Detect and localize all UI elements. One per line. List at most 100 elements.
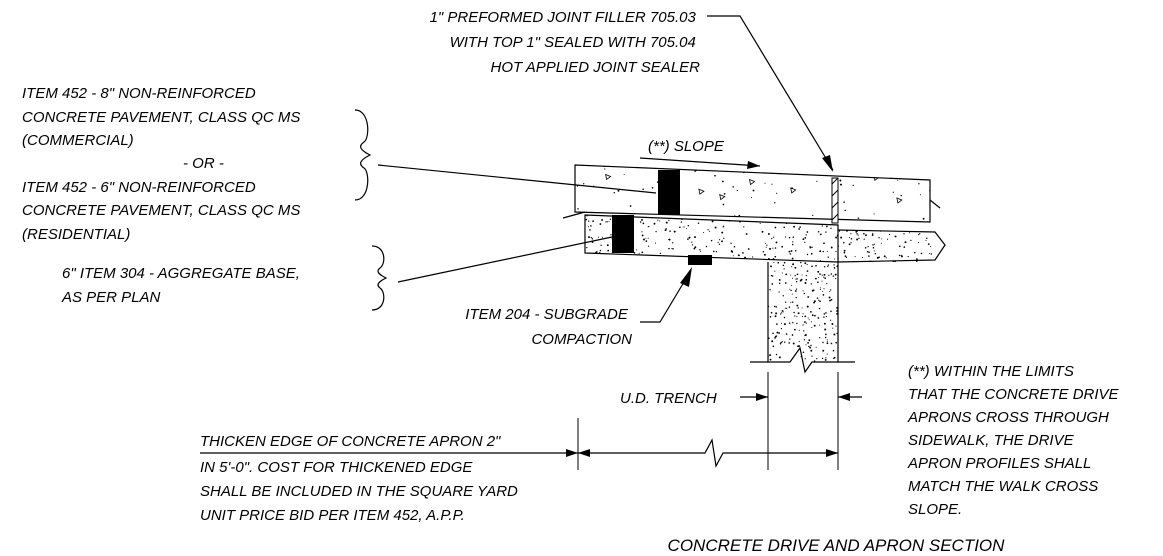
stipple-dot	[691, 244, 694, 246]
stipple-dot	[828, 274, 830, 276]
stipple-dot	[606, 221, 608, 223]
stipple-dot	[839, 278, 840, 279]
stipple-dot	[805, 279, 807, 281]
stipple-dot	[699, 249, 701, 251]
sidewalk-base	[837, 229, 946, 265]
stipple-dot	[833, 356, 836, 359]
stipple-dot	[794, 328, 796, 331]
stipple-dot	[827, 265, 829, 267]
stipple-dot	[818, 299, 820, 301]
stipple-dot	[807, 317, 809, 319]
stipple-dot	[829, 290, 831, 293]
stipple-dot	[590, 225, 592, 227]
stipple-dot	[660, 262, 661, 263]
stipple-dot	[775, 241, 778, 244]
stipple-dot	[798, 169, 801, 171]
stipple-dot	[869, 260, 871, 262]
stipple-dot	[844, 209, 846, 212]
stipple-dot	[781, 245, 784, 248]
stipple-dot	[778, 291, 780, 293]
stipple-dot	[645, 240, 648, 242]
stipple-dot	[894, 235, 896, 237]
stipple-dot	[795, 288, 798, 290]
stipple-dot	[792, 321, 794, 324]
stipple-dot	[833, 264, 835, 266]
stipple-dot	[801, 307, 803, 309]
stipple-dot	[807, 342, 809, 344]
stipple-dot	[671, 247, 673, 249]
stipple-dot	[781, 310, 784, 312]
stipple-dot	[833, 333, 836, 336]
stipple-dot	[878, 237, 880, 239]
stipple-dot	[617, 189, 620, 192]
stipple-dot	[775, 312, 778, 315]
stipple-dot	[685, 228, 687, 230]
stipple-dot	[772, 247, 774, 249]
stipple-dot	[768, 305, 770, 308]
stipple-dot	[936, 246, 937, 247]
stipple-dot	[823, 242, 825, 245]
stipple-dot	[659, 252, 662, 254]
stipple-dot	[731, 251, 734, 253]
stipple-dot	[897, 179, 899, 181]
stipple-dot	[822, 290, 824, 292]
stipple-dot	[836, 310, 838, 312]
stipple-dot	[776, 331, 779, 334]
stipple-dot	[843, 251, 846, 254]
stipple-dot	[794, 290, 797, 292]
stipple-dot	[810, 252, 813, 255]
thickened-edge-joint	[612, 215, 634, 253]
stipple-dot	[824, 328, 827, 331]
stipple-dot	[750, 196, 753, 199]
stipple-dot	[792, 236, 795, 238]
stipple-dot	[776, 219, 778, 221]
stipple-dot	[825, 312, 827, 314]
slope-label: (**) SLOPE	[648, 138, 725, 155]
subgrade-label: ITEM 204 - SUBGRADE COMPACTION	[465, 306, 632, 348]
stipple-dot	[830, 273, 833, 275]
stipple-dot	[800, 265, 803, 267]
stipple-dot	[710, 239, 713, 242]
stipple-dot	[657, 219, 659, 221]
stipple-dot	[929, 190, 930, 192]
stipple-dot	[779, 343, 782, 345]
stipple-dot	[931, 203, 932, 204]
stipple-dot	[769, 288, 771, 291]
stipple-dot	[806, 231, 809, 233]
stipple-dot	[583, 183, 585, 185]
stipple-dot	[850, 242, 852, 244]
stipple-dot	[762, 250, 765, 253]
stipple-dot	[642, 188, 644, 191]
stipple-dot	[815, 264, 817, 267]
stipple-dot	[607, 249, 610, 252]
stipple-dot	[764, 182, 766, 184]
stipple-dot	[821, 357, 824, 360]
stipple-dot	[850, 238, 853, 240]
stipple-dot	[783, 323, 786, 326]
stipple-dot	[603, 218, 605, 220]
stipple-dot	[647, 237, 649, 239]
stipple-dot	[691, 241, 693, 243]
stipple-dot	[903, 246, 906, 248]
stipple-dot	[783, 226, 786, 229]
stipple-dot	[776, 192, 778, 194]
stipple-dot	[806, 305, 809, 308]
stipple-dot	[928, 253, 931, 255]
stipple-dot	[864, 263, 866, 265]
stipple-dot	[852, 184, 854, 187]
stipple-dot	[830, 310, 832, 313]
stipple-dot	[632, 260, 634, 262]
stipple-dot	[810, 168, 813, 171]
stipple-dot	[793, 311, 795, 314]
stipple-dot	[861, 256, 863, 258]
stipple-dot	[821, 280, 823, 282]
stipple-dot	[868, 251, 870, 254]
stipple-dot	[835, 325, 837, 327]
stipple-dot	[838, 230, 841, 232]
stipple-dot	[855, 230, 858, 233]
stipple-dot	[768, 337, 770, 339]
stipple-dot	[901, 255, 903, 258]
stipple-dot	[585, 218, 588, 221]
stipple-dot	[802, 313, 804, 315]
stipple-dot	[795, 278, 797, 280]
